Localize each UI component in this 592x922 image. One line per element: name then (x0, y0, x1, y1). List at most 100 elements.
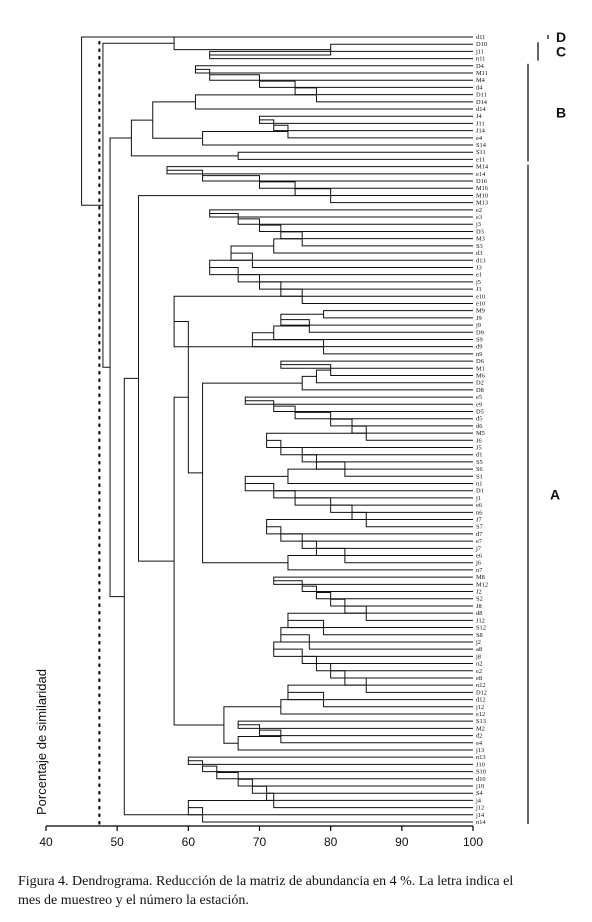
leaf-label: S12 (476, 625, 486, 632)
dendrogram-branch (302, 655, 473, 672)
leaf-label: j8 (475, 653, 481, 660)
leaf-label: j5 (475, 279, 481, 286)
x-tick-label: 100 (463, 835, 483, 849)
leaf-label: j13 (475, 747, 484, 754)
leaf-label: J4 (476, 113, 482, 120)
dendrogram-branch (259, 119, 473, 132)
dendrogram-branch (173, 36, 473, 51)
dendrogram-branch (273, 576, 473, 585)
leaf-label: D9 (476, 329, 484, 336)
dendrogram-branch (81, 36, 473, 206)
leaf-label: d8 (476, 610, 482, 617)
leaf-label: n6 (476, 509, 482, 516)
leaf-label: M5 (476, 430, 485, 437)
leaf-label: M1 (476, 365, 485, 372)
leaf-label: a8 (476, 646, 482, 653)
leaf-label: e2 (476, 207, 482, 214)
leaf-label: J9 (476, 315, 482, 322)
leaf-label: n11 (476, 56, 485, 63)
leaf-label: j10 (475, 783, 484, 790)
dendrogram-branch (230, 245, 473, 261)
x-tick-label: 90 (395, 835, 409, 849)
leaf-label: j9 (475, 322, 481, 329)
dendrogram-branch (209, 259, 473, 276)
dendrogram-branch (195, 68, 473, 81)
leaf-label: d13 (476, 257, 486, 264)
leaf-label: j2 (475, 639, 481, 646)
leaf-label: d12 (476, 697, 486, 704)
leaf-label: d3 (476, 250, 482, 257)
dendrogram-branch (280, 319, 473, 333)
leaf-label: d4 (476, 84, 483, 91)
leaf-label: M10 (476, 192, 488, 199)
x-tick-label: 70 (253, 835, 267, 849)
leaf-labels: d11D10j11n11D4M11M4d4D11D14d14J4J11J14e4… (475, 34, 489, 826)
leaf-label: d5 (476, 416, 482, 423)
leaf-label: e12 (476, 711, 485, 718)
leaf-label: n14 (476, 819, 486, 826)
dendrogram-branch (295, 188, 473, 204)
leaf-label: e14 (476, 171, 486, 178)
dendrogram-branch (323, 310, 473, 319)
dendrogram-branch (259, 729, 473, 744)
dendrogram-branch (302, 540, 473, 557)
dendrogram-branch (237, 720, 473, 729)
caption-line-2: mes de muestreo y el número la estación. (18, 893, 249, 908)
dendrogram-branch (173, 396, 224, 726)
leaf-label: S2 (476, 596, 483, 603)
leaf-label: n13 (476, 754, 486, 761)
leaf-label: j11 (475, 48, 484, 55)
dendrogram-branch (109, 137, 132, 598)
group-label: A (550, 486, 560, 502)
dendrogram-branch (315, 369, 473, 384)
dendrogram-branch (251, 332, 473, 348)
caption-line-1: Figura 4. Dendrograma. Reducción de la m… (18, 874, 513, 889)
leaf-label: D6 (476, 358, 484, 365)
dendrogram-branch (138, 195, 331, 562)
leaf-label: n12 (476, 682, 486, 689)
leaf-label: D2 (476, 380, 484, 387)
leaf-label: J2 (476, 589, 482, 596)
dendrogram-branch (209, 74, 473, 88)
leaf-label: J12 (476, 617, 485, 624)
leaf-label: M2 (476, 725, 485, 732)
leaf-label: J14 (476, 128, 486, 135)
leaf-label: d11 (476, 34, 485, 41)
dendrogram-branch (237, 151, 473, 160)
leaf-label: e3 (476, 214, 482, 221)
leaf-label: J11 (476, 120, 485, 127)
leaf-label: S4 (476, 790, 484, 797)
leaf-label: D4 (476, 63, 485, 70)
dendrogram-branch (259, 181, 473, 196)
x-tick-label: 60 (182, 835, 196, 849)
leaf-label: d2 (476, 733, 482, 740)
leaf-label: J1 (476, 286, 482, 293)
leaf-label: e1 (476, 272, 482, 279)
dendrogram-branch (259, 115, 473, 124)
leaf-label: d9 (476, 344, 482, 351)
leaf-label: D16 (476, 178, 487, 185)
leaf-label: M16 (476, 185, 488, 192)
leaf-label: j12 (475, 704, 484, 711)
dendrogram-branch (123, 377, 203, 816)
leaf-label: M12 (476, 581, 488, 588)
dendrogram-branch (302, 585, 473, 600)
leaf-label: e4 (476, 740, 483, 747)
dendrogram-branch (302, 454, 473, 470)
leaf-label: S14 (476, 142, 487, 149)
leaf-label: d1 (476, 452, 482, 459)
dendrogram-branch (187, 799, 473, 816)
dendrogram-branch (188, 760, 473, 773)
leaf-label: J5 (476, 445, 482, 452)
dendrogram-branch (280, 634, 473, 650)
x-tick-label: 80 (324, 835, 338, 849)
dendrogram-branch (194, 65, 473, 74)
leaf-label: e7 (476, 538, 483, 545)
dendrogram-branch (245, 400, 473, 412)
dendrogram-branch (244, 396, 473, 405)
dendrogram-branch (209, 50, 473, 60)
leaf-label: M9 (476, 308, 485, 315)
